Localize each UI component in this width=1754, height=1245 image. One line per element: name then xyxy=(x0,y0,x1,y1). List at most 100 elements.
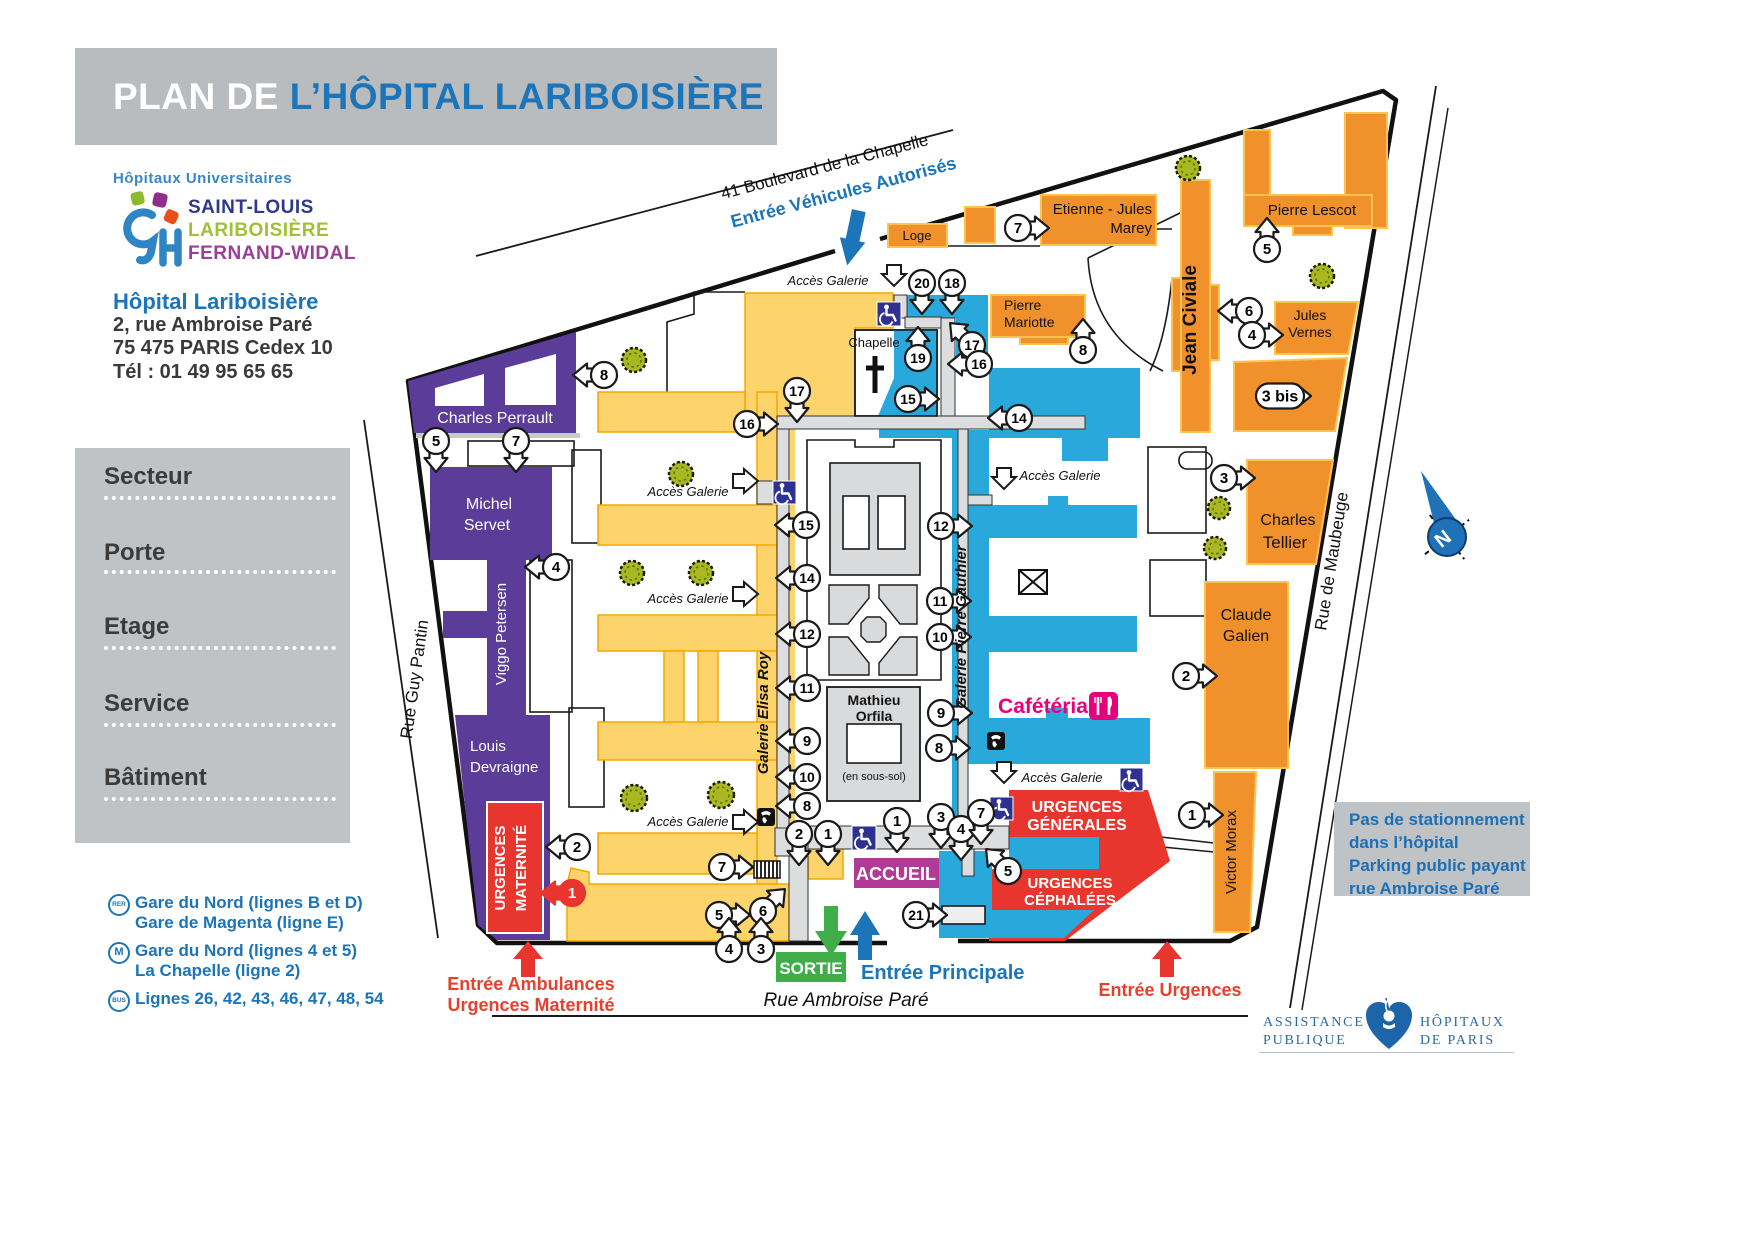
gate-marker: 7 xyxy=(707,852,755,882)
gate-number: 10 xyxy=(799,769,815,785)
label-mariotte: Pierre xyxy=(1004,297,1042,313)
gate-number: 1 xyxy=(824,826,832,843)
gate-number: 3 bis xyxy=(1262,389,1299,406)
building-michel-servet xyxy=(430,467,552,560)
direction-arrow xyxy=(732,579,760,609)
label-urgences-cephalees: CÉPHALÉES xyxy=(1024,892,1116,909)
gate-number: 2 xyxy=(1182,668,1190,685)
address-line: 2, rue Ambroise Paré xyxy=(113,313,313,336)
tree-icon xyxy=(620,346,648,374)
aphp-text: ASSISTANCE xyxy=(1263,1015,1365,1030)
legend-item: Bâtiment xyxy=(104,764,207,791)
gate-marker: 15 xyxy=(893,384,941,414)
streets xyxy=(363,85,1449,1017)
page-title: L’HÔPITAL LARIBOISIÈRE xyxy=(289,75,764,117)
wheelchair-icon xyxy=(772,480,797,506)
legend-dotted-line xyxy=(104,723,336,727)
transit-line: Gare de Magenta (ligne E) xyxy=(135,912,344,932)
gate-marker: 4 xyxy=(523,552,571,582)
cross-icon xyxy=(866,356,884,393)
gate-marker: 1 xyxy=(813,819,843,867)
tree-icon xyxy=(1206,495,1232,521)
label-loge: Loge xyxy=(903,228,932,243)
gate-marker: 11 xyxy=(774,673,822,703)
building-claude-galien xyxy=(1204,581,1289,769)
address-phone: Tél : 01 49 95 65 65 xyxy=(113,360,294,383)
gate-number: 4 xyxy=(552,559,561,576)
gate-number: 14 xyxy=(1011,410,1027,426)
legend-dotted-line xyxy=(104,646,336,650)
hospital-group-logo: Hôpitaux Universitaires SAINT-LOUIS LARI… xyxy=(113,170,373,267)
gate-marker: 1 xyxy=(882,806,912,854)
gate-marker: 20 xyxy=(907,268,937,316)
gate-marker: 16 xyxy=(946,349,994,379)
legend-dotted-line xyxy=(104,496,336,500)
rer-icon: RER xyxy=(108,894,130,916)
entree-vehicules-arrow xyxy=(839,209,866,266)
parking-line: rue Ambroise Paré xyxy=(1349,879,1500,898)
street-label-guy-pantin: Rue Guy Pantin xyxy=(397,618,433,739)
building-jean-civiale xyxy=(1171,179,1220,433)
gate-marker: 5 xyxy=(421,426,451,474)
cafeteria-icon xyxy=(1089,692,1118,720)
label-claude-galien: Claude xyxy=(1221,607,1272,624)
building-victor-morax xyxy=(1213,771,1258,933)
logo-name-fernand-widal: FERNAND-WIDAL xyxy=(188,243,356,264)
tree-icon xyxy=(619,783,649,813)
label-charles-perrault: Charles Perrault xyxy=(437,410,553,427)
gate-number: 12 xyxy=(933,518,949,534)
wheelchair-icon xyxy=(851,825,877,851)
transit-line: Gare du Nord (lignes 4 et 5) xyxy=(135,941,357,960)
gate-marker: 10 xyxy=(925,622,973,652)
direction-arrow xyxy=(989,761,1019,785)
transit-metro: M Gare du Nord (lignes 4 et 5)La Chapell… xyxy=(108,941,438,980)
compass-north: N xyxy=(1421,471,1470,560)
gate-number: 18 xyxy=(944,275,960,291)
gate-number: 15 xyxy=(900,391,916,407)
label-acces-galerie: Accès Galerie xyxy=(647,484,729,499)
gate-number: 7 xyxy=(1014,220,1022,237)
direction-arrow xyxy=(879,264,909,288)
entree-ambulances-label: Entrée Ambulances xyxy=(447,974,614,994)
gate-markers: 8 5 7 4 2 1 17 16 15 14 12 11 9 10 8 20 … xyxy=(421,213,1313,964)
label-viggo-petersen: Viggo Petersen xyxy=(493,583,510,685)
label-chapelle: Chapelle xyxy=(848,335,899,350)
orange-buildings xyxy=(887,112,1388,933)
gate-marker: 7 xyxy=(501,426,531,474)
wheelchair-icon xyxy=(876,301,902,327)
label-urgences-maternite: URGENCES xyxy=(492,825,509,910)
trees xyxy=(618,154,1336,813)
label-marey: Marey xyxy=(1110,220,1152,237)
label-acces-galerie: Accès Galerie xyxy=(1021,770,1103,785)
gate-marker: 8 xyxy=(1068,317,1098,365)
sortie-arrow xyxy=(815,906,847,956)
gate-number: 2 xyxy=(795,826,803,843)
label-acces-galerie: Accès Galerie xyxy=(647,591,729,606)
gate-number: 4 xyxy=(1248,327,1257,344)
label-charles-tellier: Tellier xyxy=(1263,533,1308,552)
gate-marker: 16 xyxy=(732,409,780,439)
label-jules-vernes: Jules xyxy=(1294,307,1327,323)
label-louis-devraigne: Devraigne xyxy=(470,759,538,776)
transit-rer: RER Gare du Nord (lignes B et D)Gare de … xyxy=(108,893,438,932)
gate-marker: 12 xyxy=(774,619,822,649)
gate-number: 7 xyxy=(718,859,726,876)
gh-logo-icon xyxy=(123,191,182,267)
gate-marker: 15 xyxy=(773,510,821,540)
gate-number: 6 xyxy=(1245,303,1253,320)
gate-number: 8 xyxy=(935,740,943,757)
gate-number: 2 xyxy=(573,839,581,856)
gate-number: 5 xyxy=(1263,241,1271,258)
legend-item: Porte xyxy=(104,539,166,566)
label-mariotte: Mariotte xyxy=(1004,314,1055,330)
label-marey: Etienne - Jules xyxy=(1053,201,1152,218)
gate-number: 5 xyxy=(715,907,723,924)
gate-number: 16 xyxy=(971,356,987,372)
label-acces-galerie: Accès Galerie xyxy=(1019,468,1101,483)
logo-name-saint-louis: SAINT-LOUIS xyxy=(188,197,314,218)
label-orfila: Orfila xyxy=(856,708,893,724)
legend-item: Etage xyxy=(104,613,170,640)
entree-ambulances-arrow xyxy=(513,941,543,977)
gate-number: 1 xyxy=(568,885,576,902)
